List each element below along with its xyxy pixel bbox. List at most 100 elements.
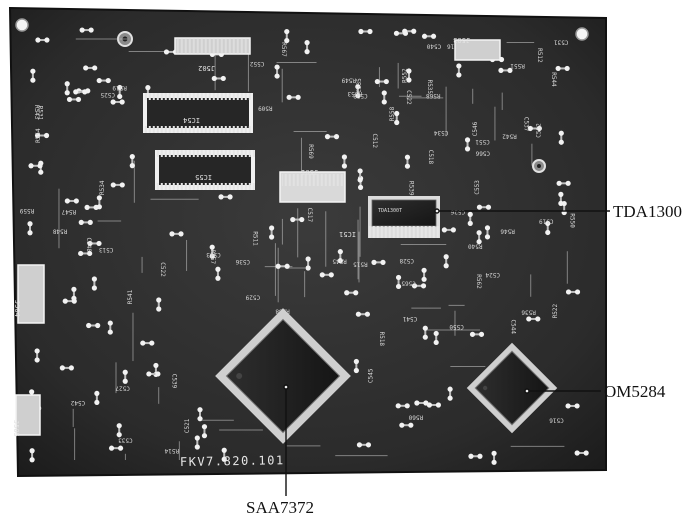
connector-j502-label: J502	[198, 64, 215, 72]
component	[110, 99, 125, 105]
silkscreen-ref: R550	[568, 213, 575, 228]
component	[71, 286, 77, 301]
silkscreen-ref: R519	[112, 84, 127, 91]
component	[467, 211, 473, 226]
silkscreen-ref: C513	[99, 246, 114, 253]
component	[35, 37, 50, 43]
component	[221, 447, 227, 462]
component	[414, 400, 429, 406]
component	[211, 75, 226, 82]
silkscreen-ref: R518	[378, 332, 385, 347]
component	[371, 259, 386, 265]
component	[426, 402, 442, 408]
silkscreen-ref: R567	[280, 42, 287, 57]
component	[357, 168, 363, 183]
component	[91, 276, 97, 291]
silkscreen-ref: R540	[468, 242, 483, 249]
component	[456, 63, 462, 78]
connector-j504-label: J504	[13, 300, 21, 317]
component	[275, 263, 290, 269]
connector-j501-label: J501	[301, 168, 318, 176]
component	[421, 33, 437, 39]
component	[556, 180, 571, 186]
component	[305, 256, 311, 271]
silkscreen-ref: R552	[401, 68, 408, 83]
silkscreen-ref: R542	[502, 132, 517, 139]
component	[476, 204, 492, 210]
component	[169, 231, 184, 237]
component	[545, 220, 551, 236]
silkscreen-ref: C532	[535, 123, 542, 138]
component	[341, 154, 348, 169]
component	[395, 403, 410, 409]
component	[355, 311, 371, 317]
component	[286, 94, 301, 100]
silkscreen-ref: C540	[426, 42, 441, 49]
silkscreen-ref: C529	[245, 293, 260, 300]
silkscreen-ref: C566	[475, 149, 490, 156]
silkscreen-ref: C536	[235, 258, 250, 265]
component	[491, 450, 497, 465]
component	[78, 250, 93, 257]
silkscreen-ref: C550	[449, 323, 464, 330]
silkscreen-ref: C521	[184, 418, 191, 433]
om5284-label: OM5284	[604, 382, 666, 401]
component	[447, 386, 453, 401]
component	[290, 216, 305, 223]
om5284-chip	[466, 342, 558, 434]
board-code: FKV7.820.101	[180, 453, 285, 469]
component	[284, 28, 290, 44]
connector-j505	[15, 394, 41, 436]
component	[218, 194, 233, 200]
ic54-dip	[143, 93, 253, 133]
component	[526, 316, 541, 322]
component	[29, 448, 35, 463]
component	[129, 154, 135, 169]
silkscreen-ref: R554	[35, 128, 42, 143]
silkscreen-ref: R516	[447, 42, 462, 49]
component	[433, 330, 439, 346]
component	[87, 240, 102, 247]
component	[34, 132, 50, 139]
component	[574, 450, 589, 456]
silkscreen-ref: R535	[426, 80, 433, 95]
component	[356, 442, 372, 448]
ic55-dip	[155, 150, 255, 190]
silkscreen-ref: C524	[485, 271, 500, 278]
svg-text:TDA1300T: TDA1300T	[378, 208, 402, 214]
component	[498, 67, 513, 74]
connector-j505-label: J505	[12, 420, 20, 437]
component	[209, 244, 215, 259]
component	[79, 27, 94, 33]
silkscreen-ref: R562	[475, 274, 482, 289]
silkscreen-ref: C552	[249, 60, 264, 67]
component	[355, 84, 361, 99]
component	[394, 110, 400, 126]
silkscreen-ref: C541	[402, 315, 417, 322]
silkscreen-ref: C527	[115, 385, 130, 392]
component	[94, 390, 100, 406]
component	[555, 65, 570, 72]
component	[411, 283, 427, 289]
component	[344, 290, 359, 296]
silkscreen-ref: C544	[510, 320, 517, 335]
callout-lines	[283, 208, 610, 496]
silkscreen-ref: C522	[405, 90, 412, 105]
component	[399, 422, 414, 428]
silkscreen-ref: R514	[164, 447, 179, 454]
component	[402, 28, 417, 34]
silkscreen-ref: R522	[552, 303, 559, 318]
component	[464, 137, 471, 152]
connector-j502	[174, 37, 251, 55]
component	[421, 267, 427, 282]
silkscreen-ref: R549	[341, 76, 356, 83]
silkscreen-ref: C512	[371, 134, 378, 149]
silkscreen-ref: C537	[523, 117, 530, 132]
silkscreen-ref: R558	[389, 106, 396, 121]
component	[476, 230, 482, 245]
silkscreen-ref: R536	[521, 309, 536, 316]
component	[337, 249, 343, 264]
component	[86, 322, 101, 329]
component	[64, 81, 70, 96]
silkscreen-ref: R557	[209, 250, 216, 265]
